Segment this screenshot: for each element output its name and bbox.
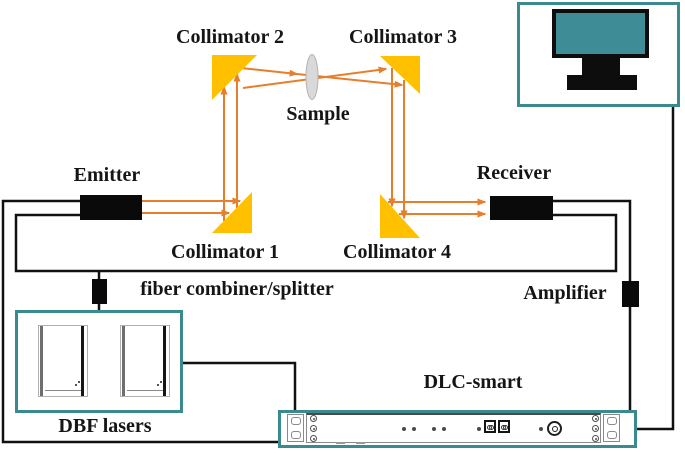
panel-dot — [539, 427, 543, 431]
collimator-2-prism — [212, 55, 257, 100]
panel-dot — [402, 427, 406, 431]
fiber-port-connector — [498, 420, 510, 433]
module-dot — [78, 381, 80, 383]
label-dlc-smart: DLC-smart — [423, 371, 523, 393]
cable-lasers-to-dlc — [183, 361, 297, 410]
panel-dot — [432, 427, 436, 431]
panel-dash — [336, 442, 345, 444]
monitor-neck — [582, 58, 620, 75]
label-fiber-combiner-splitter: fiber combiner/splitter — [140, 278, 334, 300]
module-dot — [75, 384, 77, 386]
cable-computer-to-dlc — [637, 107, 675, 431]
module-base-line — [127, 390, 163, 391]
collimator-1-prism — [212, 192, 252, 233]
monitor-screen — [552, 9, 649, 58]
panel-dot — [477, 427, 481, 431]
laser-module-1 — [38, 325, 88, 397]
panel-dash — [356, 442, 365, 444]
knob-connector — [547, 421, 562, 436]
screw-icon — [592, 425, 599, 432]
emitter-block — [80, 195, 142, 220]
rack-ear-left — [287, 414, 304, 442]
screw-icon — [592, 415, 599, 422]
fiber-cable-emitter-to-receiver — [14, 213, 618, 273]
fiber-cable-emitter-to-dlc — [1, 199, 278, 444]
dbf-lasers-box — [15, 310, 183, 413]
screw-icon — [310, 435, 317, 442]
collimator-3-prism — [380, 56, 420, 94]
laser-module-2 — [120, 325, 170, 397]
receiver-block — [490, 196, 553, 220]
screw-icon — [310, 415, 317, 422]
screw-icon — [310, 425, 317, 432]
label-dbf-lasers: DBF lasers — [58, 415, 152, 437]
monitor-base — [567, 75, 637, 90]
screw-icon — [592, 435, 599, 442]
label-collimator-3: Collimator 3 — [349, 26, 457, 48]
panel-dot — [442, 427, 446, 431]
module-dot — [157, 384, 159, 386]
fiber-cable-receiver-to-amplifier-dlc — [553, 199, 632, 410]
label-receiver: Receiver — [476, 162, 552, 184]
panel-dot — [412, 427, 416, 431]
collimator-4-prism — [380, 194, 420, 238]
dlc-smart-box — [278, 410, 637, 448]
fiber-combiner-block — [92, 279, 107, 304]
beam-collimator2-to-sample — [240, 67, 299, 77]
label-collimator-2: Collimator 2 — [176, 26, 284, 48]
module-base-line — [45, 390, 81, 391]
label-collimator-4: Collimator 4 — [343, 241, 451, 263]
computer-box — [517, 2, 680, 107]
label-collimator-1: Collimator 1 — [171, 241, 279, 263]
sample-lens — [305, 54, 319, 100]
module-dot — [160, 381, 162, 383]
label-amplifier: Amplifier — [523, 282, 607, 304]
rack-ear-right — [603, 414, 620, 442]
fiber-port-connector — [484, 420, 496, 433]
label-sample: Sample — [286, 103, 350, 125]
label-emitter: Emitter — [73, 164, 141, 186]
amplifier-block — [622, 281, 639, 307]
